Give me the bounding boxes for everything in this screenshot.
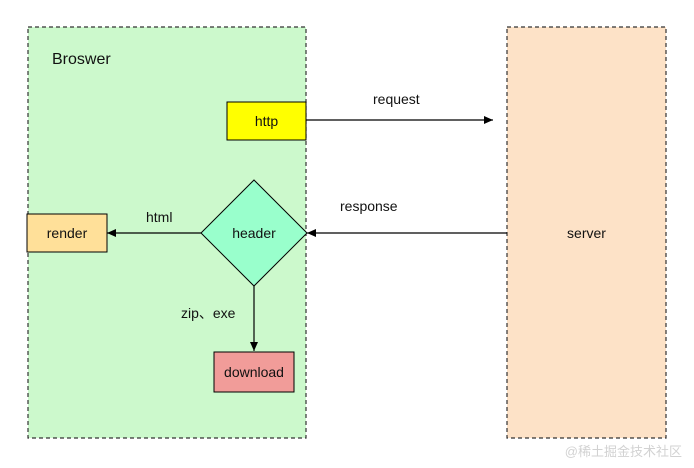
server-label: server — [567, 225, 606, 241]
download-node-label: download — [224, 364, 284, 380]
request-edge-label: request — [373, 91, 420, 107]
watermark-text: @稀土掘金技术社区 — [564, 444, 682, 459]
zip-exe-edge-label: zip、exe — [181, 305, 236, 321]
server-container — [506, 26, 667, 439]
http-node-label: http — [254, 113, 279, 129]
render-node-label: render — [46, 225, 88, 241]
download-node — [213, 351, 295, 393]
response-edge-label: response — [340, 198, 398, 214]
header-node-label: header — [232, 225, 276, 241]
render-node — [26, 213, 108, 253]
browser-title: Broswer — [52, 51, 111, 68]
http-node — [226, 101, 307, 141]
html-edge-label: html — [146, 209, 173, 225]
